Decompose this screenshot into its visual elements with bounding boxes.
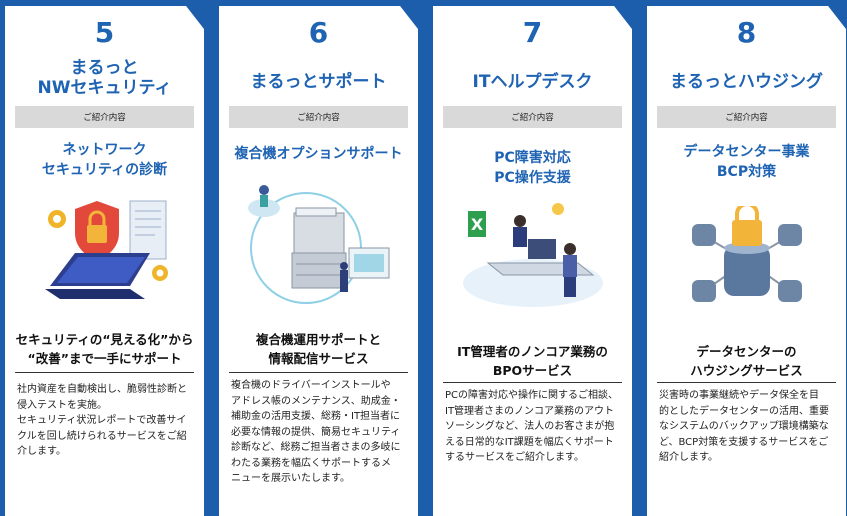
card-title: まるっとハウジング <box>670 72 823 92</box>
card-headline: セキュリティの“見える化”から “改善”まで一手にサポート <box>15 332 194 366</box>
card-headline: データセンターの ハウジングサービス <box>690 344 803 378</box>
card-number: 8 <box>736 16 757 49</box>
card-headline: 複合機運用サポートと 情報配信サービス <box>255 332 381 366</box>
service-card-5: 5 まるっと NWセキュリティ ご紹介内容 ネットワーク セキュリティの診断 セ… <box>5 6 204 516</box>
service-card-7: 7 ITヘルプデスク ご紹介内容 PC障害対応 PC操作支援 X IT管理者のノ… <box>433 6 632 516</box>
card-subtitle: ネットワーク セキュリティの診断 <box>41 142 168 178</box>
card-description: PCの障害対応や操作に関するご相談、 IT管理者さまのノンコア業務のアウト ソー… <box>445 390 619 463</box>
intro-label: ご紹介内容 <box>229 106 408 128</box>
card-number: 6 <box>308 16 329 49</box>
card-number: 5 <box>94 16 115 49</box>
divider <box>229 372 408 373</box>
divider <box>443 382 622 383</box>
datacenter-illustration <box>692 206 802 302</box>
divider <box>15 372 194 373</box>
card-title: まるっと NWセキュリティ <box>37 58 172 98</box>
intro-label: ご紹介内容 <box>443 106 622 128</box>
service-card-8: 8 まるっとハウジング ご紹介内容 データセンター事業 BCP対策 データセンタ… <box>647 6 846 516</box>
card-headline: IT管理者のノンコア業務の BPOサービス <box>457 344 608 378</box>
helpdesk-illustration: X <box>463 203 603 307</box>
intro-label: ご紹介内容 <box>15 106 194 128</box>
svg-text:X: X <box>471 215 484 234</box>
card-description: 災害時の事業継続やデータ保全を目 的としたデータセンターの活用、重要 なシステム… <box>659 390 829 463</box>
card-title: まるっとサポート <box>250 72 387 92</box>
multifunction-printer-illustration <box>248 185 390 304</box>
security-laptop-illustration <box>45 200 168 299</box>
intro-label: ご紹介内容 <box>657 106 836 128</box>
card-subtitle: 複合機オプションサポート <box>234 146 403 162</box>
divider <box>657 382 836 383</box>
card-number: 7 <box>522 16 543 49</box>
service-card-6: 6 まるっとサポート ご紹介内容 複合機オプションサポート 複合機運用サポートと… <box>219 6 418 516</box>
card-description: 社内資産を自動検出し、脆弱性診断と 侵入テストを実施。 セキュリティ状況レポート… <box>17 384 187 457</box>
card-subtitle: データセンター事業 BCP対策 <box>683 144 810 180</box>
card-title: ITヘルプデスク <box>472 72 593 92</box>
card-description: 複合機のドライバーインストールや アドレス帳のメンテナンス、助成金・ 補助金の活… <box>231 380 401 484</box>
card-subtitle: PC障害対応 PC操作支援 <box>494 150 571 186</box>
